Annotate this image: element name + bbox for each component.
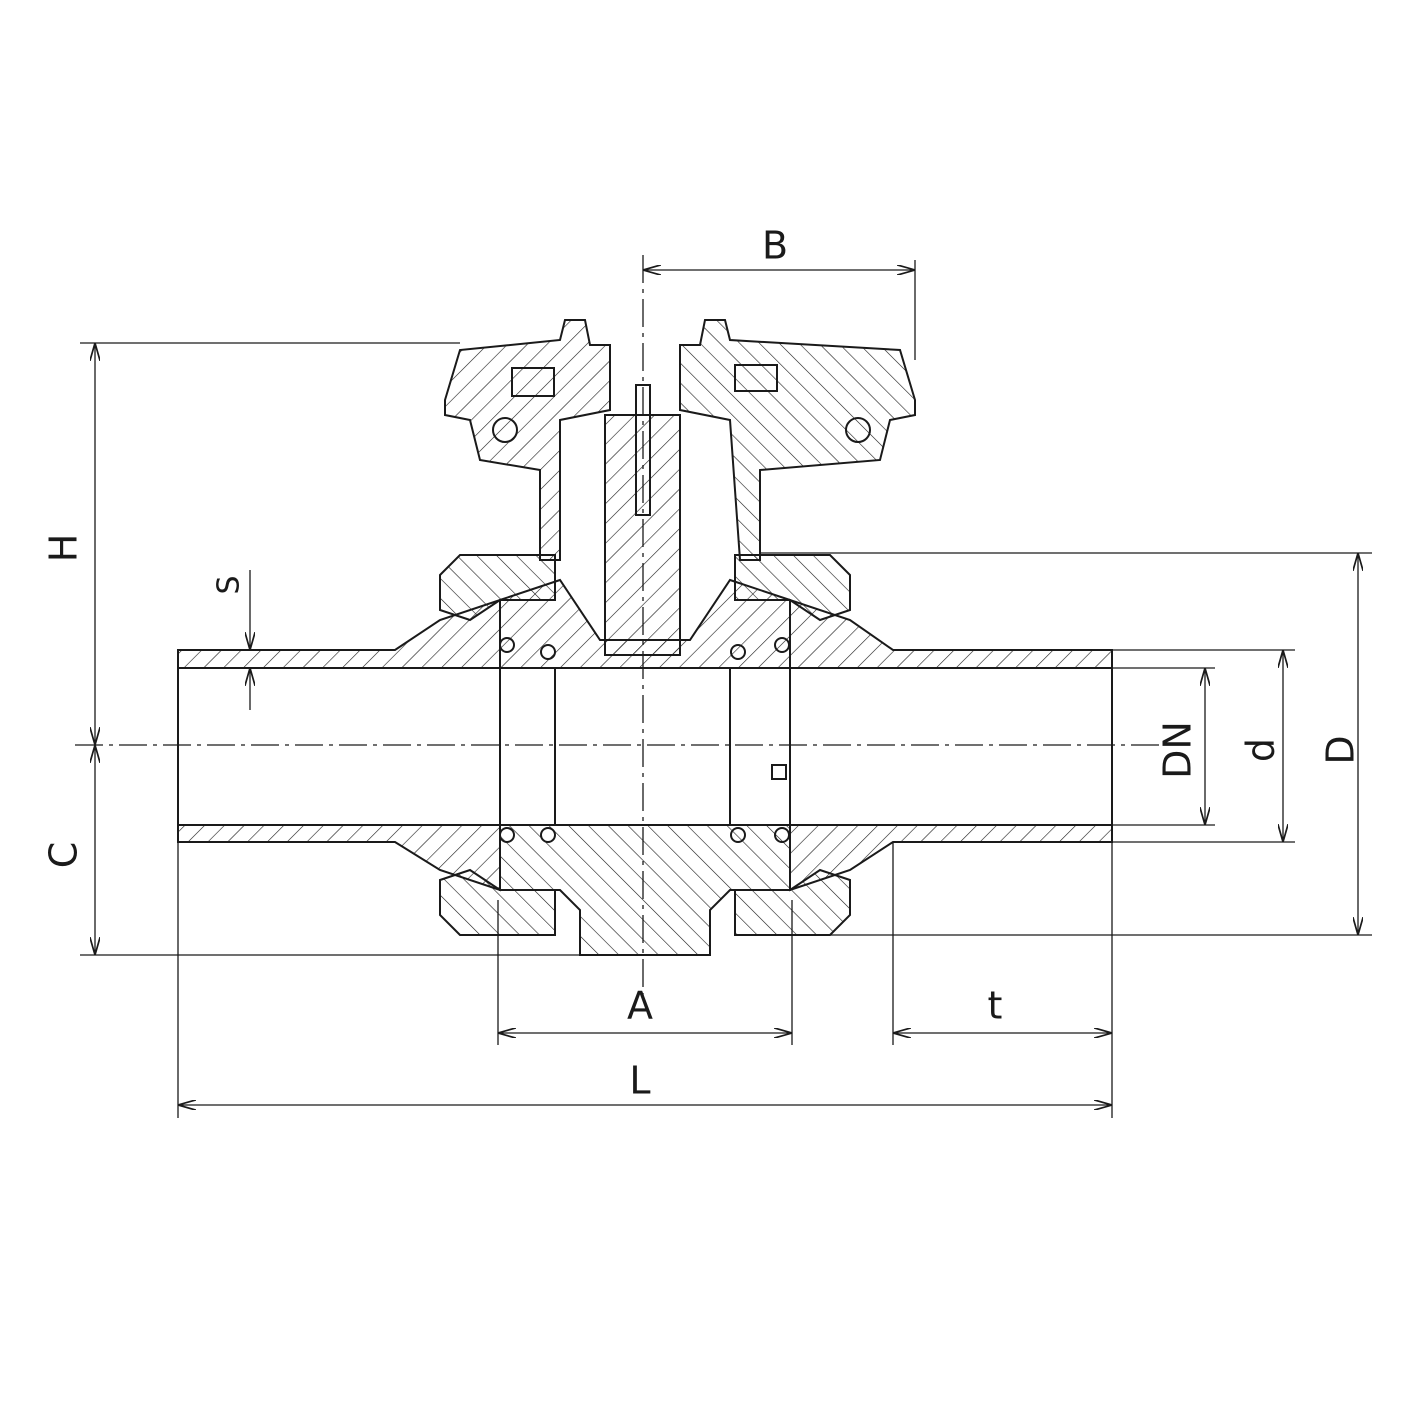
label-D: D bbox=[1319, 735, 1363, 764]
label-A: A bbox=[627, 984, 653, 1028]
label-t: t bbox=[988, 984, 1003, 1028]
valve-body bbox=[499, 578, 791, 956]
label-d: d bbox=[1239, 738, 1283, 762]
valve-stem bbox=[604, 414, 681, 656]
screw bbox=[635, 384, 651, 516]
label-B: B bbox=[762, 224, 788, 268]
label-C: C bbox=[42, 842, 86, 869]
label-DN: DN bbox=[1156, 721, 1200, 779]
extension-lines bbox=[80, 260, 1372, 1118]
handle bbox=[444, 319, 916, 561]
o-rings bbox=[499, 637, 790, 843]
label-H: H bbox=[42, 534, 86, 563]
label-S: S bbox=[212, 575, 247, 594]
label-L: L bbox=[629, 1059, 650, 1103]
